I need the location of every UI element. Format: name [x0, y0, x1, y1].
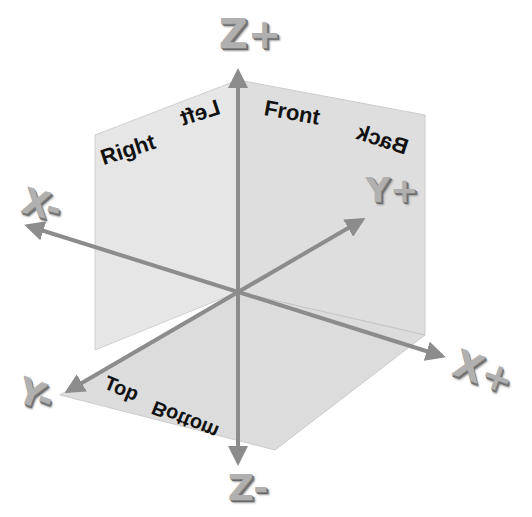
axis-label: X+	[449, 344, 519, 401]
x-axis	[28, 226, 442, 356]
axis-label: X-	[18, 182, 66, 227]
floor-plane	[60, 292, 425, 450]
front-plane	[238, 80, 425, 335]
axis-label: Z+	[219, 14, 282, 54]
axis-label: Y+	[365, 173, 418, 207]
y-axis	[68, 220, 362, 391]
axis-label: Y-	[13, 372, 59, 418]
axis-label: Z-	[228, 470, 268, 506]
z-axis	[236, 72, 240, 462]
